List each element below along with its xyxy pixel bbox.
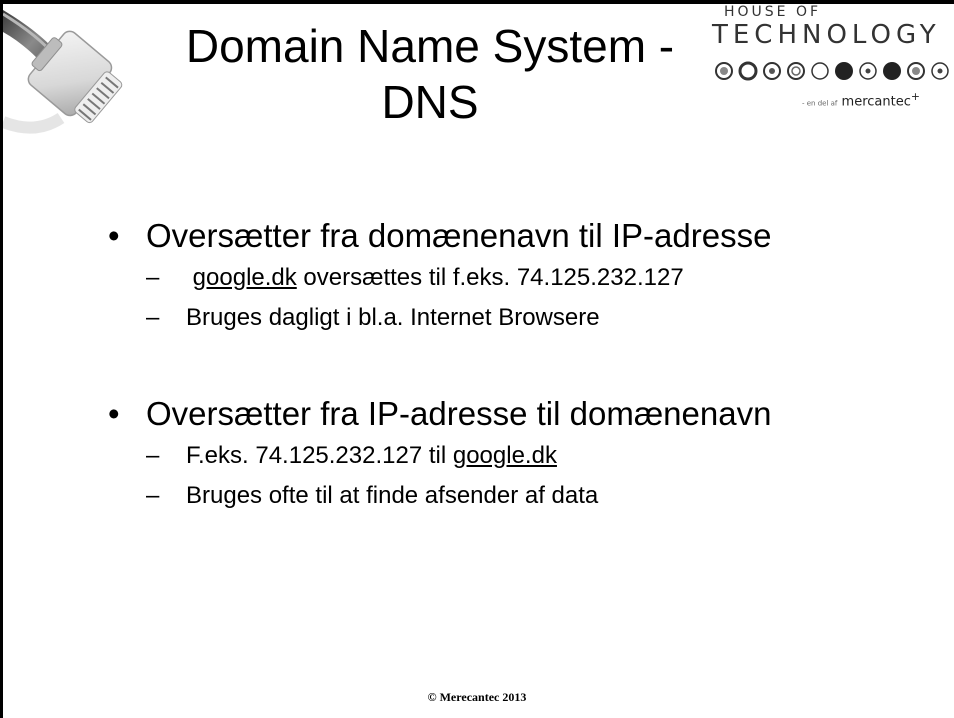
logo-line1: HOUSE OF — [724, 4, 822, 20]
slide-title-line2: DNS — [381, 76, 479, 128]
google-dk-link[interactable]: google.dk — [192, 264, 297, 291]
dash-symbol: – — [146, 482, 160, 509]
logo-tag-brand: mercantec — [841, 94, 911, 110]
bullet-item: • Oversætter fra IP-adresse til domænena… — [108, 392, 928, 436]
logo-tagline: - en del af mercantec+ — [802, 90, 920, 109]
sub-bullet-text: F.eks. 74.125.232.127 til — [186, 442, 453, 469]
bullet-text: Oversætter fra domænenavn til IP-adresse — [146, 217, 772, 254]
logo-dots-icon — [715, 61, 949, 81]
sub-bullet-text: oversættes til f.eks. 74.125.232.127 — [296, 264, 684, 291]
dash-symbol: – — [146, 304, 160, 331]
dash-symbol: – — [146, 264, 160, 291]
bullet-symbol: • — [108, 217, 120, 254]
sub-bullet-item: – google.dk oversættes til f.eks. 74.125… — [108, 258, 928, 298]
slide-title-line1: Domain Name System - — [185, 20, 675, 72]
sub-bullet-text: Bruges ofte til at finde afsender af dat… — [186, 482, 599, 509]
slide-title: Domain Name System - DNS — [165, 18, 695, 130]
logo-line2: TECHNOLOGY — [712, 20, 941, 50]
frame-right-border — [951, 0, 954, 4]
sub-bullet-item: – Bruges ofte til at finde afsender af d… — [108, 476, 928, 516]
network-cable-icon — [3, 10, 123, 134]
dash-symbol: – — [146, 442, 160, 469]
logo-tag-mark: + — [910, 90, 920, 103]
frame-top-border — [0, 0, 954, 4]
slide-footer: © Merecantec 2013 — [427, 690, 527, 704]
logo-tag-small: - en del af — [802, 99, 838, 108]
sub-bullet-item: – F.eks. 74.125.232.127 til google.dk — [108, 436, 928, 476]
house-of-technology-logo: HOUSE OF TECHNOLOGY - en del af mercante… — [692, 4, 952, 124]
google-dk-link[interactable]: google.dk — [452, 442, 557, 469]
bullet-item: • Oversætter fra domænenavn til IP-adres… — [108, 214, 928, 258]
sub-bullet-text: Bruges dagligt i bl.a. Internet Browsere — [186, 304, 600, 331]
bullet-symbol: • — [108, 395, 120, 432]
bullet-text: Oversætter fra IP-adresse til domænenavn — [146, 395, 772, 432]
frame-left-border — [0, 0, 3, 718]
sub-bullet-item: – Bruges dagligt i bl.a. Internet Browse… — [108, 298, 928, 338]
slide-content: • Oversætter fra domænenavn til IP-adres… — [108, 214, 928, 516]
